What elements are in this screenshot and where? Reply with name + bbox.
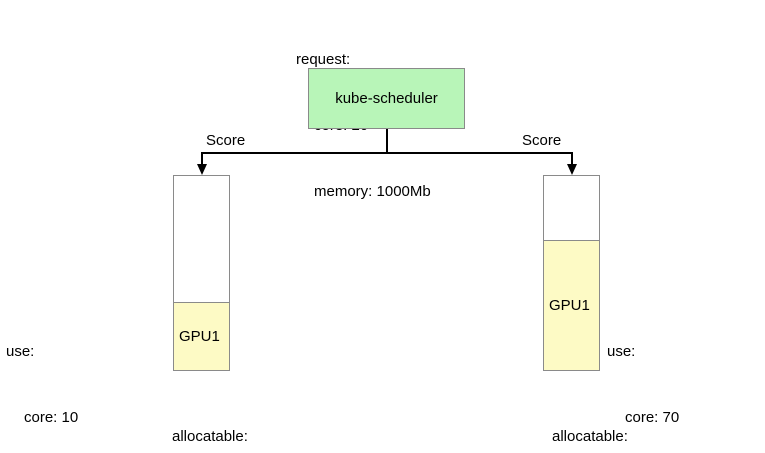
score-label-left: Score (206, 132, 246, 149)
allocatable-annotation-right: allocatable: core: 100 memory: 8000Mb (552, 382, 687, 453)
gpu-usage-fill-left: GPU1 (174, 302, 229, 370)
use-annotation-left: use: core: 10 memory: 2000Mb (6, 297, 141, 453)
node-box-right: GPU1 (543, 175, 600, 371)
use-core-right: core: 70 (625, 409, 680, 426)
use-annotation-right: use: core: 70 memory: 6000Mb (607, 297, 742, 453)
kube-scheduler-box: kube-scheduler (308, 68, 465, 129)
request-title: request: (296, 51, 351, 68)
kube-scheduler-label: kube-scheduler (335, 89, 438, 107)
use-title-left: use: (6, 343, 35, 360)
gpu-label-left: GPU1 (179, 327, 220, 345)
allocatable-annotation-left: allocatable: core: 100 memory: 8000Mb (172, 382, 307, 453)
use-title-right: use: (607, 343, 636, 360)
right-arrowhead-icon (567, 164, 577, 175)
node-box-left: GPU1 (173, 175, 230, 371)
use-core-left: core: 10 (24, 409, 79, 426)
score-label-right: Score (522, 132, 562, 149)
allocatable-title-right: allocatable: (552, 428, 628, 445)
gpu-label-right: GPU1 (549, 296, 590, 314)
request-memory: memory: 1000Mb (314, 183, 431, 200)
left-arrowhead-icon (197, 164, 207, 175)
allocatable-title-left: allocatable: (172, 428, 248, 445)
gpu-usage-fill-right: GPU1 (544, 240, 599, 370)
